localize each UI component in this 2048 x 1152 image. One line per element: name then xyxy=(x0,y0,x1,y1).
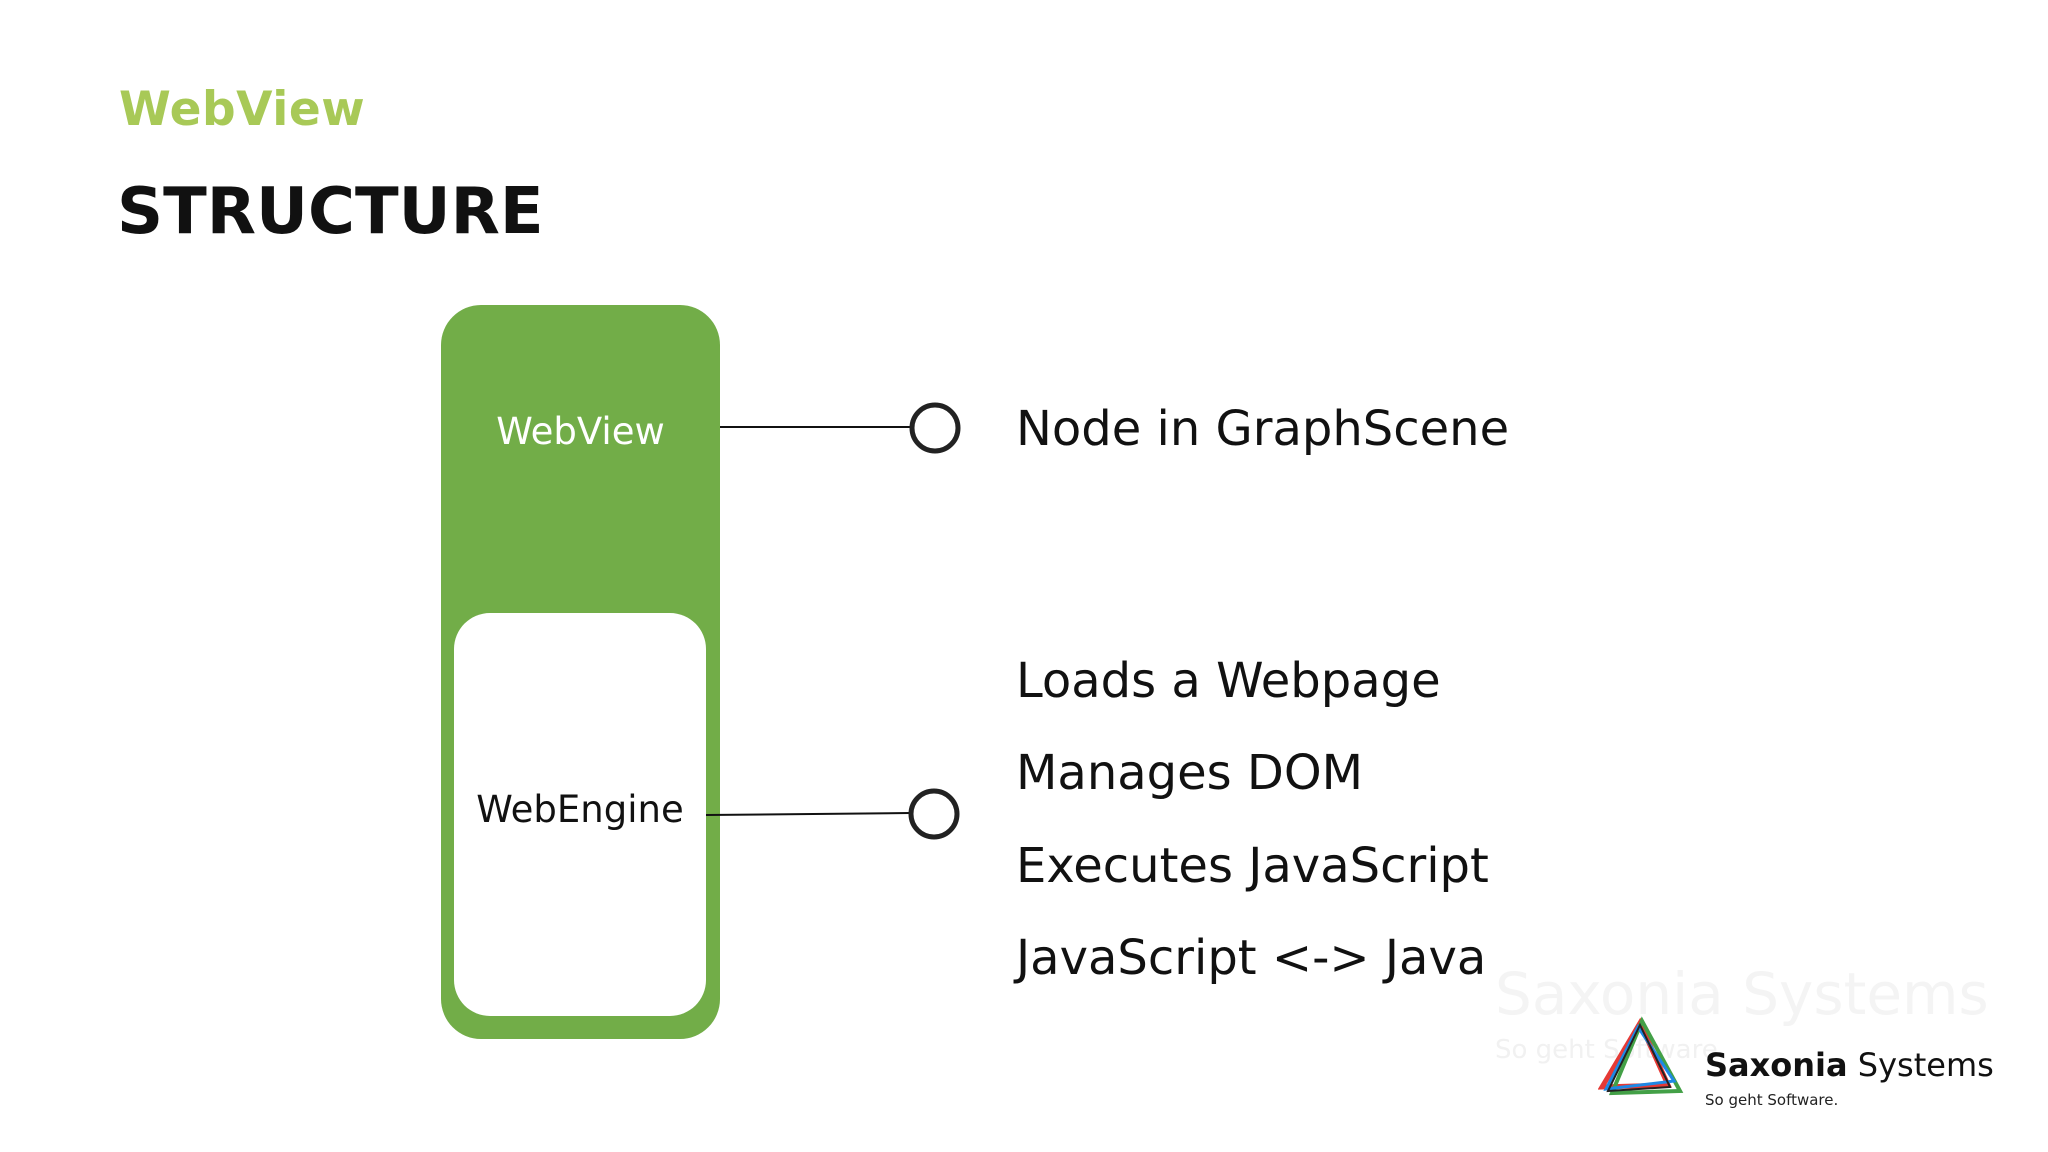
webengine-box-label: WebEngine xyxy=(476,788,684,831)
company-tagline: So geht Software. xyxy=(1705,1091,1839,1109)
webview-box-label: WebView xyxy=(496,410,665,453)
watermark-tagline: So geht Software. xyxy=(1495,1035,1726,1065)
engine-item-loads-webpage: Loads a Webpage xyxy=(1016,653,1441,709)
connector-line-webengine xyxy=(705,812,911,816)
connector-node-webengine xyxy=(908,788,960,840)
webengine-box xyxy=(454,613,706,1016)
watermark-company-name: Saxonia Systems xyxy=(1495,960,1989,1028)
company-name: Saxonia Systems xyxy=(1705,1046,1994,1084)
connector-node-webview xyxy=(909,402,961,454)
node-graphscene-text: Node in GraphScene xyxy=(1016,401,1510,457)
slide-title: STRUCTURE xyxy=(117,175,544,249)
engine-item-js-java-bridge: JavaScript <-> Java xyxy=(1016,930,1487,986)
engine-item-executes-js: Executes JavaScript xyxy=(1016,838,1489,894)
slide-subtitle: WebView xyxy=(119,82,366,137)
saxonia-logo-icon xyxy=(1598,1016,1684,1096)
engine-item-manages-dom: Manages DOM xyxy=(1016,745,1364,801)
